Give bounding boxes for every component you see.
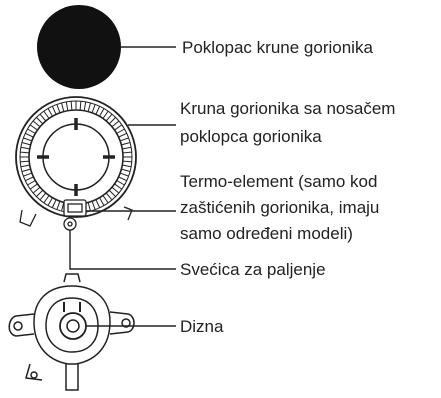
label-burner-cap: Poklopac krune gorionika (182, 38, 373, 57)
label-spark-plug: Svećica za paljenje (180, 260, 326, 279)
leader-line-spark (69, 230, 176, 270)
thermo-element (63, 199, 87, 217)
burner-cap (37, 5, 121, 89)
burner-base (8, 273, 135, 391)
crown-teeth (20, 101, 132, 213)
spark-plug (63, 217, 77, 231)
nozzle (59, 312, 87, 340)
label-thermo-element: Termo-element (samo kod zaštićenih gorio… (180, 172, 380, 243)
label-burner-crown: Kruna gorionika sa nosačem poklopca gori… (180, 99, 396, 146)
label-nozzle: Dizna (180, 317, 224, 336)
